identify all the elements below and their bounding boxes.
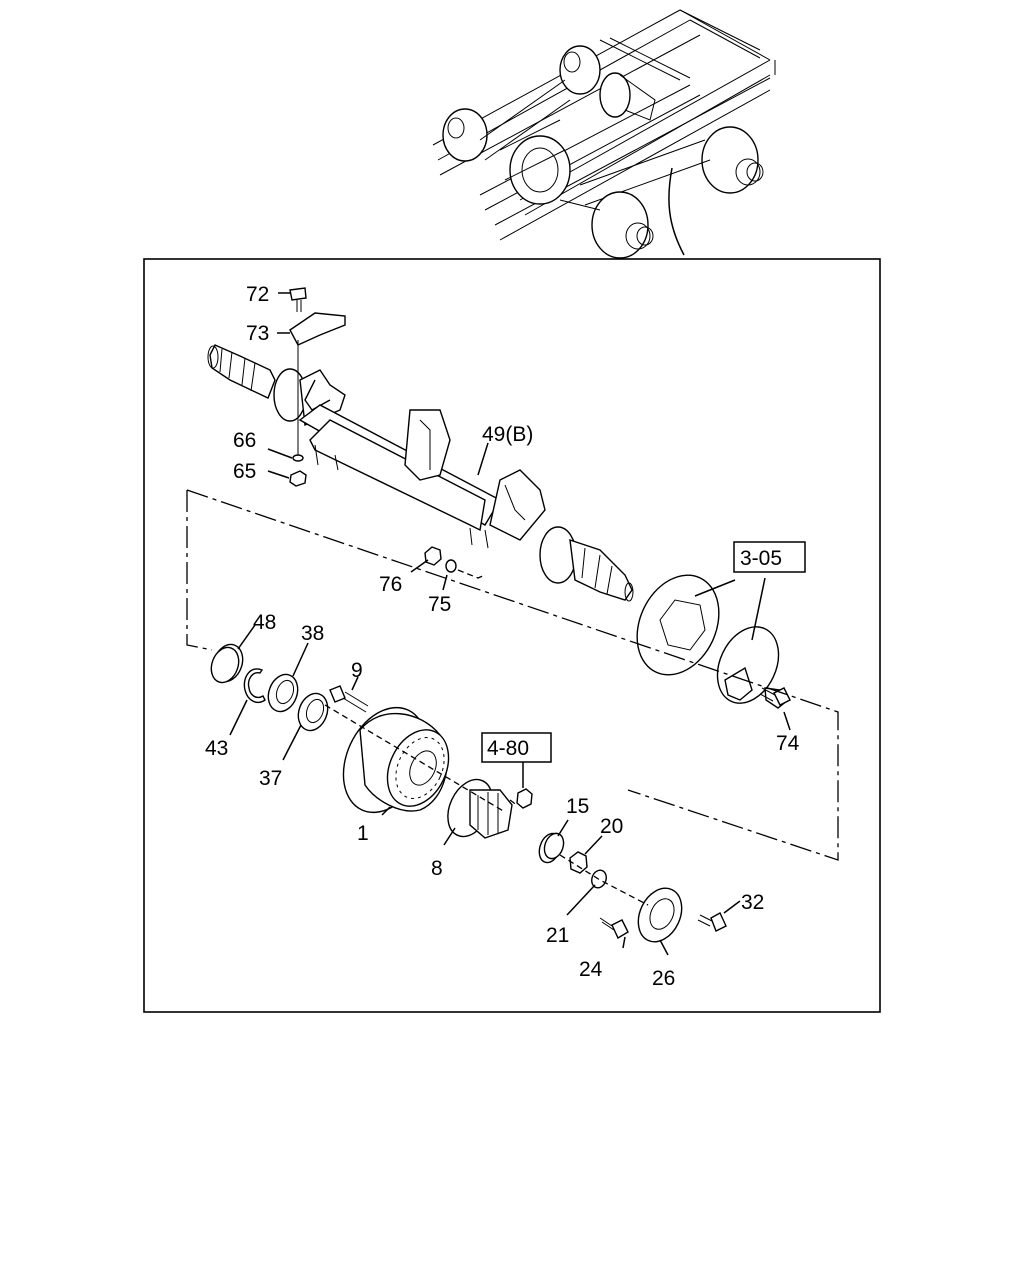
wheel-hub-icon (447, 778, 513, 839)
callout-32: 32 (741, 891, 764, 914)
snap-ring-icon (243, 668, 266, 703)
assembly-line-hub (324, 704, 649, 906)
hub-cap-icon (210, 643, 244, 684)
callout-4-80: 4-80 (487, 737, 529, 760)
hub-bolt-icon (329, 685, 369, 713)
callout-9: 9 (351, 659, 363, 682)
callout-24: 24 (579, 958, 603, 981)
rear-axle-housing-icon (207, 344, 634, 602)
outer-bearing-icon (538, 832, 565, 864)
cover-bolt-icon (697, 912, 727, 932)
bearing-icon (297, 692, 329, 732)
callout-20: 20 (600, 815, 623, 838)
callout-8: 8 (431, 857, 443, 880)
lock-nut-icon (569, 851, 588, 874)
ref-box-3-05 (733, 541, 806, 573)
callout-37: 37 (259, 767, 282, 790)
oil-seal-icon (267, 673, 299, 713)
callout-73: 73 (246, 322, 269, 345)
callout-49b: 49(B) (482, 423, 533, 446)
callout-76: 76 (379, 573, 402, 596)
callout-43: 43 (205, 737, 228, 760)
wheel-nut-icon (516, 788, 533, 809)
assembly-line-left (186, 490, 213, 651)
callout-3-05: 3-05 (740, 547, 782, 570)
callout-48: 48 (253, 611, 276, 634)
anchor-bolt-icon (759, 687, 791, 706)
callout-38: 38 (301, 622, 324, 645)
u-bolt-hardware-icon (289, 287, 346, 487)
nut-washer-icon (424, 546, 486, 579)
callout-65: 65 (233, 460, 256, 483)
brake-drum-icon (342, 706, 450, 814)
callout-26: 26 (652, 967, 675, 990)
brake-backing-plate-icon (636, 574, 789, 709)
callout-21: 21 (546, 924, 569, 947)
callout-15: 15 (566, 795, 589, 818)
callout-72: 72 (246, 283, 269, 306)
ref-box-4-80 (481, 732, 552, 763)
callout-75: 75 (428, 593, 451, 616)
assembly-line-long (186, 489, 839, 861)
callout-74: 74 (776, 732, 800, 755)
diagram-frame (143, 258, 881, 1013)
assembly-line-nut (509, 799, 519, 807)
callout-66: 66 (233, 429, 256, 452)
callout-1: 1 (357, 822, 369, 845)
hub-cover-icon (637, 887, 683, 943)
truck-chassis-overview-icon (432, 9, 776, 259)
cover-bolt-small-icon (599, 917, 629, 940)
